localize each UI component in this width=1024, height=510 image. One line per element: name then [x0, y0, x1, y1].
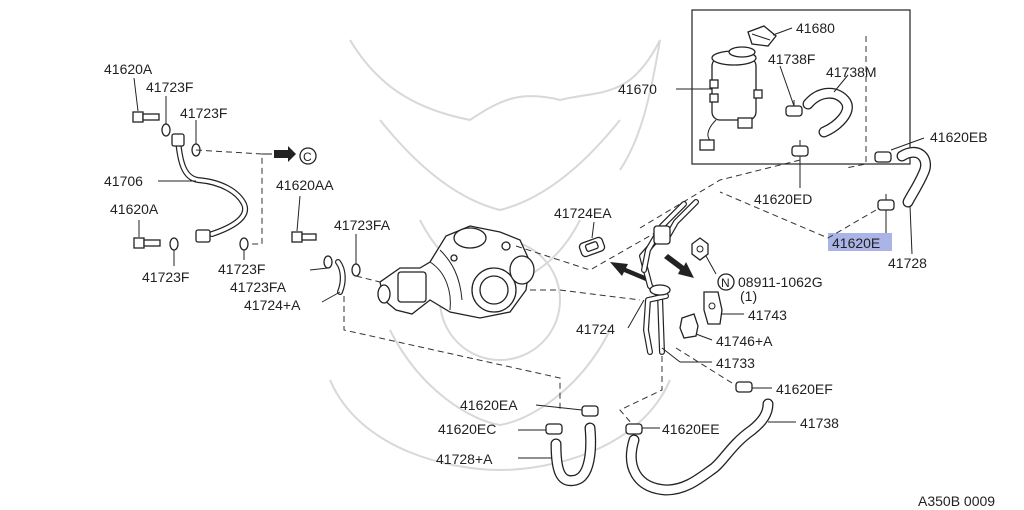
reservoir-cap-41680 [747, 25, 777, 47]
callout-41620EE: 41620EE [662, 421, 720, 437]
callout-08911: 08911-1062G [738, 274, 823, 290]
bolt-41620A-top [132, 111, 160, 123]
callout-41738M: 41738M [826, 64, 877, 80]
callout-41670: 41670 [618, 81, 657, 97]
callout-41723F-b: 41723F [180, 105, 227, 121]
washer-41723FA-a [323, 255, 333, 269]
arrow-left [610, 262, 650, 282]
callout-41723FA-a: 41723FA [230, 279, 287, 295]
callout-41620A-bottom: 41620A [110, 201, 159, 217]
ref-circle-c: C [299, 147, 317, 165]
tube-41724A [335, 259, 346, 295]
drawing-reference-code: A350B 0009 [918, 493, 995, 509]
reservoir-tank-41670 [699, 46, 763, 151]
callout-41746A: 41746+A [716, 333, 773, 349]
callout-08911-qty: (1) [740, 288, 757, 304]
callout-41733: 41733 [716, 355, 755, 371]
callout-41728A: 41728+A [436, 451, 493, 467]
bolt-41620AA [291, 231, 317, 243]
callout-41723F-a: 41723F [146, 79, 193, 95]
bolt-41620A-bottom [133, 237, 161, 249]
washer-41723FA-b [351, 263, 361, 277]
callout-41723FA-b: 41723FA [334, 217, 391, 233]
return-hose-41728A [550, 422, 597, 487]
return-hose-41738M [802, 87, 853, 138]
highlight-41620E [828, 233, 892, 251]
hose-clamp-41620EB [874, 151, 892, 163]
hose-clamp-41620EF [735, 381, 753, 393]
hose-clamp-41620EA [581, 405, 599, 417]
washer-41723F-d [239, 237, 249, 251]
pressure-tube-41724 [639, 199, 699, 355]
callout-41620A-top: 41620A [104, 61, 153, 77]
hose-clamp-41738F [785, 100, 803, 117]
pressure-pipe-41706 [171, 133, 249, 243]
supply-hose-41728 [896, 146, 931, 208]
callout-41620EF: 41620EF [776, 381, 833, 397]
callout-41728: 41728 [888, 255, 927, 271]
hose-clamp-41620ED [791, 140, 809, 157]
callout-41724A: 41724+A [244, 297, 301, 313]
arrow-to-ref-c [274, 146, 296, 162]
washer-41723F-c [169, 237, 179, 251]
callout-41743: 41743 [748, 307, 787, 323]
washer-41723F-a [161, 123, 171, 137]
callout-41680: 41680 [796, 20, 835, 36]
callout-41620EB: 41620EB [930, 129, 988, 145]
callout-41620EA: 41620EA [460, 397, 518, 413]
hose-clamp-41620E [877, 194, 895, 211]
seal-41724EA [578, 236, 606, 258]
return-hose-41738 [625, 398, 774, 496]
arrow-right [664, 254, 694, 278]
nut-08911 [691, 237, 709, 261]
callout-41706: 41706 [104, 173, 143, 189]
callout-41738: 41738 [800, 415, 839, 431]
nut-marker-letter: N [721, 276, 730, 290]
hose-clamp-41620EC [545, 423, 563, 435]
ref-c-letter: C [303, 150, 312, 164]
reservoir-group-box [691, 9, 911, 165]
callout-41723F-d: 41723F [218, 261, 265, 277]
grommet-41746A [679, 313, 699, 339]
callout-41738F: 41738F [768, 51, 815, 67]
callout-41723F-c: 41723F [142, 269, 189, 285]
callout-41724: 41724 [576, 321, 615, 337]
nut-marker-n: N [717, 273, 735, 291]
callout-41724EA: 41724EA [554, 205, 612, 221]
bracket-41743 [703, 291, 723, 325]
power-steering-pump [377, 225, 535, 319]
callout-41620E: 41620E [832, 235, 880, 251]
hose-clamp-41620EE [625, 423, 643, 435]
callout-41620ED: 41620ED [754, 191, 812, 207]
callout-41620EC: 41620EC [438, 421, 496, 437]
callout-41620AA: 41620AA [276, 177, 334, 193]
